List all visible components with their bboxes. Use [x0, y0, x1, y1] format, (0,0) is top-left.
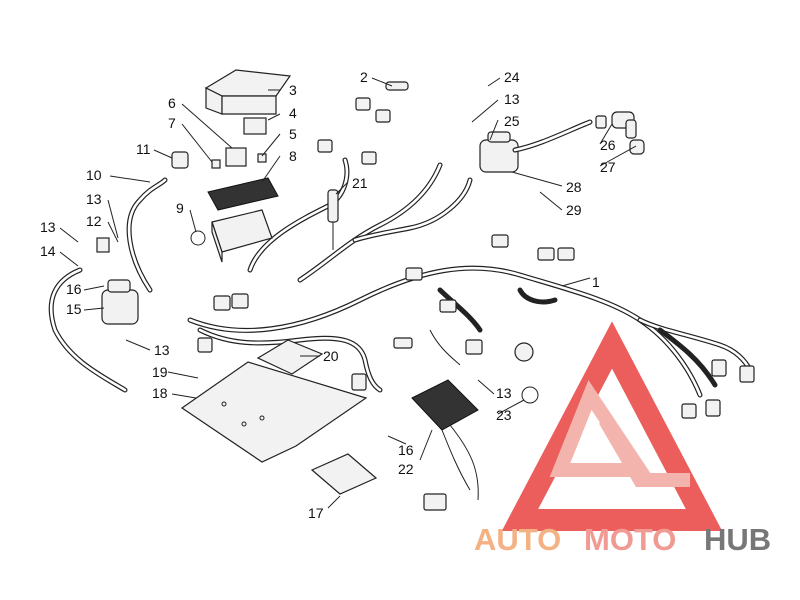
callout-28: 28 [566, 179, 582, 195]
harness-connectors [197, 81, 755, 419]
callout-labels: 1 2 3 4 5 6 8 7 9 10 11 12 13 13 13 13 1… [40, 69, 616, 521]
callout-25: 25 [504, 113, 520, 129]
main-wiring-harness [48, 157, 753, 398]
callout-13-e: 13 [504, 91, 520, 107]
callout-29: 29 [566, 202, 582, 218]
spark-plug-cap [595, 111, 645, 155]
watermark-auto: AUTO [474, 522, 561, 557]
callout-11: 11 [136, 141, 151, 157]
sensor-21 [327, 189, 339, 250]
battery-cable-connector [96, 237, 110, 253]
callout-26: 26 [600, 137, 616, 153]
callout-13-b: 13 [40, 219, 56, 235]
callout-1: 1 [592, 274, 600, 290]
callout-16-a: 16 [66, 281, 82, 297]
callout-23: 23 [496, 407, 512, 423]
leader-lines [59, 77, 637, 509]
callout-8: 8 [289, 148, 297, 164]
watermark-moto: MOTO [584, 522, 676, 557]
boot-connector [171, 151, 189, 169]
callout-17: 17 [308, 505, 324, 521]
callout-3: 3 [289, 82, 297, 98]
callout-13-d: 13 [496, 385, 512, 401]
callout-2: 2 [360, 69, 368, 85]
callout-16-b: 16 [398, 442, 414, 458]
clip [190, 230, 206, 246]
callout-27: 27 [600, 159, 616, 175]
voltage-regulator [411, 379, 479, 511]
callout-10: 10 [86, 167, 102, 183]
callout-19: 19 [152, 364, 168, 380]
clamp-23 [521, 386, 539, 404]
callout-6: 6 [168, 95, 176, 111]
watermark-hub: HUB [704, 522, 771, 557]
watermark-logo [501, 321, 723, 531]
callout-21: 21 [352, 175, 368, 191]
callout-9: 9 [176, 200, 184, 216]
relay [211, 117, 267, 169]
callout-20: 20 [323, 348, 339, 364]
fuse-panel [207, 177, 279, 211]
callout-4: 4 [289, 105, 297, 121]
callout-13-c: 13 [154, 342, 170, 358]
fuse-box-cover [204, 69, 292, 115]
callout-15: 15 [66, 301, 82, 317]
ignition-coil [479, 119, 593, 173]
watermark-text: AUTO MOTO HUB [474, 522, 771, 557]
starter-solenoid [101, 279, 139, 325]
adhesive-pad [310, 453, 378, 495]
callout-7: 7 [168, 115, 176, 131]
callout-13-a: 13 [86, 191, 102, 207]
cdi-module [256, 339, 324, 375]
callout-18: 18 [152, 385, 168, 401]
callout-14: 14 [40, 243, 56, 259]
callout-22: 22 [398, 461, 414, 477]
fuse-block [211, 209, 273, 263]
callout-12: 12 [86, 213, 102, 229]
callout-5: 5 [289, 126, 297, 142]
mounting-plate [180, 361, 368, 463]
callout-24: 24 [504, 69, 520, 85]
